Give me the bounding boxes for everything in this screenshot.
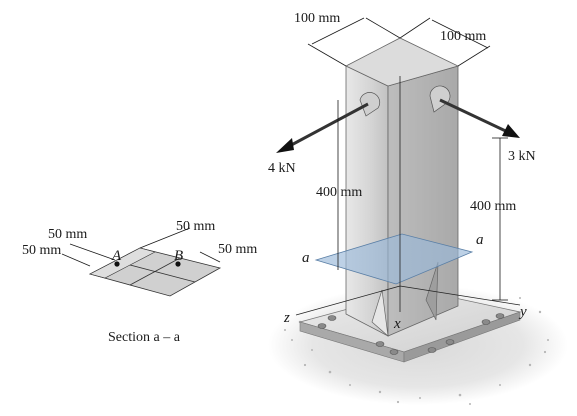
section-detail xyxy=(61,227,222,297)
square-post xyxy=(345,37,460,337)
force-3kn-label: 3 kN xyxy=(508,149,536,164)
point-a-label: A xyxy=(111,248,122,264)
axis-z-label: z xyxy=(283,310,290,326)
point-a-marker xyxy=(114,261,120,267)
section-dim-top-right: 50 mm xyxy=(176,219,215,234)
height-dimensions xyxy=(337,100,508,301)
section-dim-top-left: 50 mm xyxy=(48,227,87,242)
point-b-marker xyxy=(175,261,181,267)
force-3kn-arrow xyxy=(439,98,520,138)
top-dimensions xyxy=(307,17,491,67)
section-dim-right: 50 mm xyxy=(218,242,257,257)
dim-height-left-label: 400 mm xyxy=(316,185,362,200)
section-marker-right: a xyxy=(476,232,484,248)
axis-y-label: y xyxy=(518,304,527,320)
anchor-bolts xyxy=(317,313,505,355)
section-plane xyxy=(314,233,474,285)
dim-top-right-label: 100 mm xyxy=(440,29,486,44)
dim-top-left-label: 100 mm xyxy=(294,11,340,26)
point-b-label: B xyxy=(174,248,183,264)
cable-lugs xyxy=(359,85,451,117)
axis-x-label: x xyxy=(393,316,401,332)
section-marker-left: a xyxy=(302,250,310,266)
force-4kn-arrow xyxy=(276,102,369,153)
section-caption: Section a – a xyxy=(108,330,181,345)
axes-lines xyxy=(295,76,521,316)
gravel-speckles xyxy=(284,297,549,405)
force-4kn-label: 4 kN xyxy=(268,161,296,176)
section-dim-left: 50 mm xyxy=(22,243,61,258)
dim-height-right-label: 400 mm xyxy=(470,199,516,214)
